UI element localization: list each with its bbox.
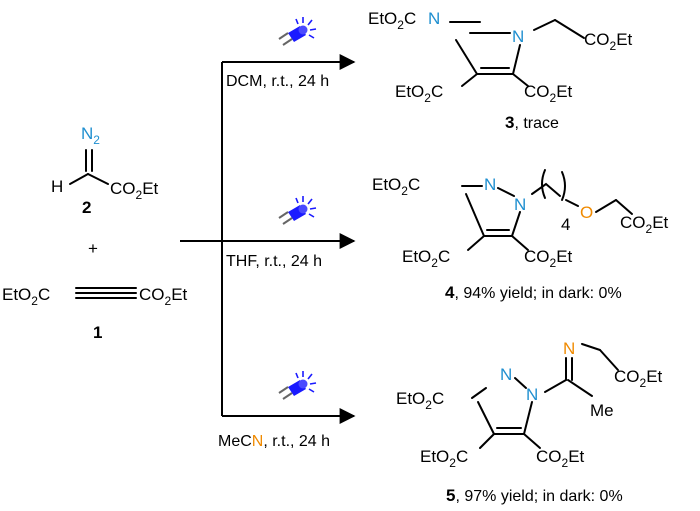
blue-led-icon <box>278 370 317 400</box>
ester-label: CO2Et <box>110 179 159 202</box>
methyl-label: Me <box>590 401 614 420</box>
pyrazole-n-label: N <box>512 27 524 46</box>
bond <box>533 19 556 31</box>
plus-sign: + <box>88 239 98 258</box>
bond <box>599 349 619 371</box>
caption-3: 3, trace <box>505 113 559 132</box>
condition-middle: THF, r.t., 24 h <box>226 253 322 270</box>
bond <box>554 19 585 39</box>
blue-led-icon <box>278 16 317 46</box>
ester-br: CO2Et <box>524 247 573 270</box>
reactant-2: N2 H CO2Et 2 <box>51 124 159 217</box>
ester-br: CO2Et <box>536 447 585 470</box>
pyrazole-n-label: N <box>514 195 526 214</box>
compound-number-1: 1 <box>93 323 102 342</box>
bond <box>512 44 521 75</box>
bond <box>615 199 633 215</box>
repeat-bracket-left <box>541 169 546 199</box>
bond <box>544 379 567 393</box>
bond <box>87 173 109 185</box>
ester-tl: EtO2C <box>372 175 420 198</box>
condition-top: DCM, r.t., 24 h <box>226 73 329 90</box>
product-4: EtO2C N N EtO2C CO2Et 4 O CO2Et 4, 94% y… <box>372 169 669 302</box>
bond <box>69 173 89 185</box>
side-ester: CO2Et <box>614 367 663 390</box>
bond <box>514 377 527 389</box>
bond <box>581 343 601 351</box>
reactant-1: EtO2C CO2Et 1 <box>2 285 188 342</box>
bond <box>523 433 541 449</box>
bond <box>455 39 478 75</box>
bond <box>467 235 485 251</box>
caption-5: 5, 97% yield; in dark: 0% <box>446 486 623 505</box>
product-3: N N EtO2C EtO2C CO2Et CO2Et 3, trace <box>368 9 633 132</box>
ester-tl: EtO2C <box>396 389 444 412</box>
imine-n-label: N <box>563 339 575 358</box>
bond <box>511 235 529 251</box>
bond <box>461 73 478 87</box>
side-ester: CO2Et <box>584 30 633 53</box>
bond <box>511 211 521 237</box>
repeat-bracket-right <box>561 171 566 201</box>
bond <box>471 387 487 399</box>
pyrazole-n-label: N <box>428 9 440 28</box>
alkyne-left-ester: EtO2C <box>2 285 50 308</box>
ether-oxygen-label: O <box>580 203 593 222</box>
bond <box>567 379 593 397</box>
ester-br: CO2Et <box>524 82 573 105</box>
bond <box>497 187 515 197</box>
pyrazole-n-label: N <box>484 175 496 194</box>
bond <box>595 199 617 213</box>
alkyne-right-ester: CO2Et <box>139 285 188 308</box>
blue-led-icon <box>278 195 317 225</box>
compound-number-2: 2 <box>82 198 91 217</box>
ester-bl: EtO2C <box>402 247 450 270</box>
pyrazole-n-label: N <box>500 365 512 384</box>
bond <box>523 401 533 435</box>
bond <box>531 182 561 197</box>
bond <box>565 199 579 207</box>
ester-bl: EtO2C <box>395 82 443 105</box>
product-5: EtO2C N N EtO2C CO2Et N Me CO2Et 5, 97% … <box>396 339 663 505</box>
caption-4: 4, 94% yield; in dark: 0% <box>445 283 622 302</box>
bond <box>465 193 485 237</box>
condition-bottom: MeCN, r.t., 24 h <box>218 433 330 450</box>
pyrazole-n-label: N <box>526 385 538 404</box>
diazo-n-label: N2 <box>81 124 100 147</box>
repeat-count: 4 <box>561 215 570 234</box>
h-label: H <box>51 177 63 196</box>
bond <box>512 73 529 87</box>
bond <box>477 401 495 435</box>
bond <box>479 433 495 449</box>
ester-tl: EtO2C <box>368 9 416 32</box>
side-ester: CO2Et <box>620 213 669 236</box>
ester-bl: EtO2C <box>420 447 468 470</box>
